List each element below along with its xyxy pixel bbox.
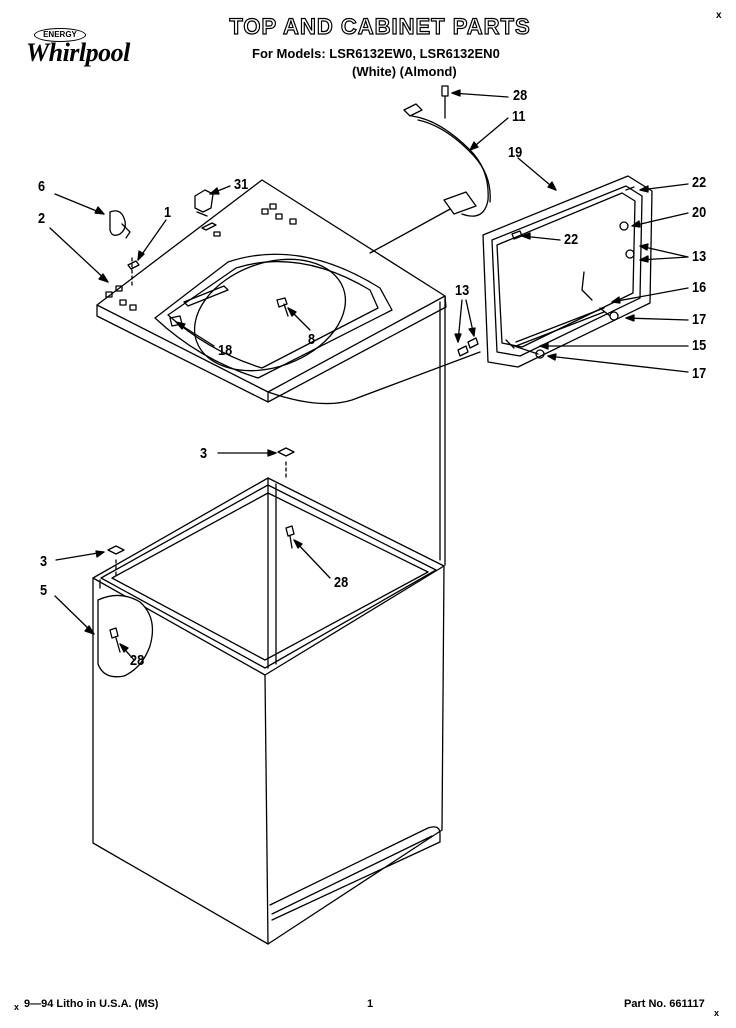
leader-arrows bbox=[49, 89, 689, 661]
callout-6: 6 bbox=[38, 178, 46, 195]
callout-28-cutaway: 28 bbox=[130, 652, 145, 669]
callout-3-left: 3 bbox=[40, 553, 48, 570]
callout-1: 1 bbox=[164, 204, 172, 221]
callout-28-top: 28 bbox=[513, 87, 528, 104]
part-8-screw bbox=[276, 297, 289, 317]
callout-13-right: 13 bbox=[692, 248, 707, 265]
callout-20: 20 bbox=[692, 204, 707, 221]
callout-5: 5 bbox=[40, 582, 48, 599]
part-1-clip bbox=[127, 260, 140, 270]
corner-mark: x bbox=[716, 10, 722, 21]
footer-litho: 9—94 Litho in U.S.A. (MS) bbox=[24, 998, 159, 1010]
top-panel bbox=[96, 179, 481, 566]
callout-19: 19 bbox=[508, 144, 523, 161]
callout-13-left: 13 bbox=[455, 282, 470, 299]
callout-22-right: 22 bbox=[692, 174, 707, 191]
whirlpool-logo: Whirlpool bbox=[26, 38, 130, 67]
variants-line: (White) (Almond) bbox=[352, 64, 457, 79]
lid bbox=[457, 175, 653, 368]
page-title: TOP AND CABINET PARTS bbox=[229, 13, 531, 39]
callout-15: 15 bbox=[692, 337, 707, 354]
footer-page-number: 1 bbox=[367, 998, 374, 1010]
callout-18: 18 bbox=[218, 342, 233, 359]
footer-corner-right: x bbox=[714, 1008, 720, 1018]
callout-17-lower: 17 bbox=[692, 365, 707, 382]
part-31-clip bbox=[194, 189, 214, 217]
lid-switch-harness bbox=[403, 85, 491, 217]
footer-corner-left: x bbox=[14, 1002, 20, 1012]
callout-31: 31 bbox=[234, 176, 249, 193]
callout-3-top: 3 bbox=[200, 445, 208, 462]
callout-16: 16 bbox=[692, 279, 707, 296]
callout-17-upper: 17 bbox=[692, 311, 707, 328]
footer-part-number: Part No. 661117 bbox=[624, 998, 705, 1010]
callout-2: 2 bbox=[38, 210, 46, 227]
logo-badge: ENERGY bbox=[34, 28, 86, 42]
models-line: For Models: LSR6132EW0, LSR6132EN0 bbox=[252, 46, 500, 61]
cabinet bbox=[92, 257, 445, 945]
callout-8: 8 bbox=[308, 331, 316, 348]
callout-22-left: 22 bbox=[564, 231, 579, 248]
part-6-clip bbox=[109, 210, 131, 239]
callout-11: 11 bbox=[512, 108, 526, 125]
callout-28-cabinet: 28 bbox=[334, 574, 349, 591]
